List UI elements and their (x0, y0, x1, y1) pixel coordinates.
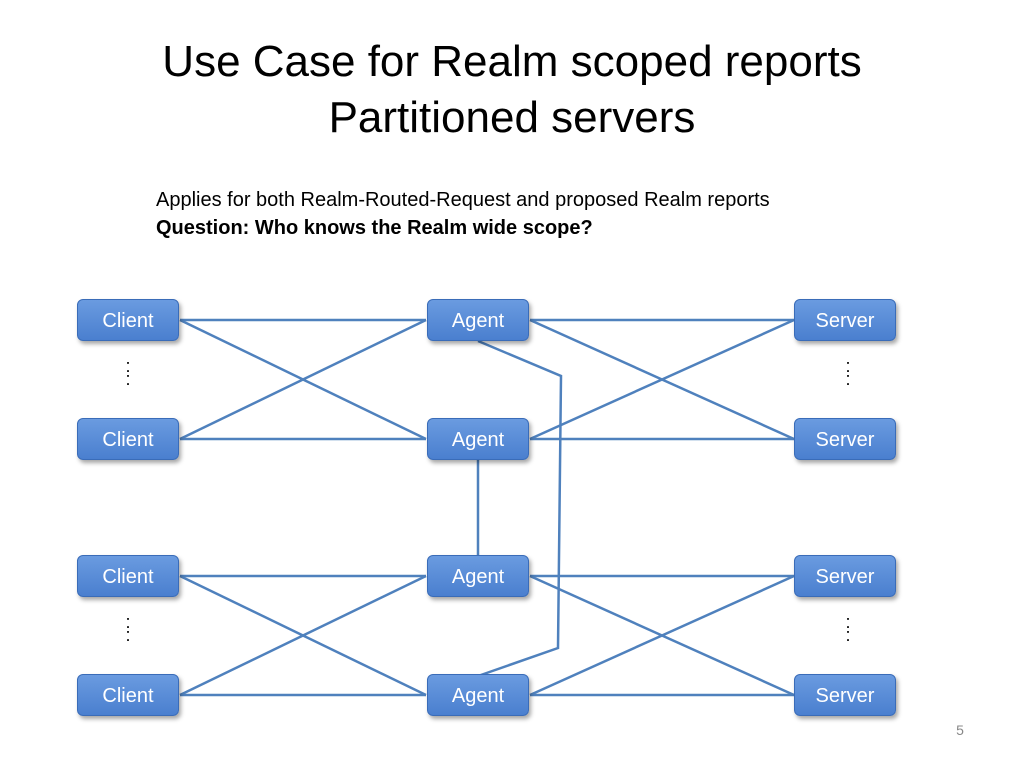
server-ellipsis-top: : : (845, 356, 851, 389)
agent-node-2: Agent (427, 418, 529, 460)
client-node-1: Client (77, 299, 179, 341)
client-ellipsis-bottom: : : (125, 612, 131, 645)
agent-link-bypass (477, 339, 563, 678)
slide-title: Use Case for Realm scoped reports Partit… (0, 34, 1024, 146)
subtitle-question: Question: Who knows the Realm wide scope… (156, 217, 593, 239)
client-node-4: Client (77, 674, 179, 716)
agent-node-3: Agent (427, 555, 529, 597)
title-line-2: Partitioned servers (328, 93, 696, 142)
server-ellipsis-bottom: : : (845, 612, 851, 645)
server-node-4: Server (794, 674, 896, 716)
client-node-2: Client (77, 418, 179, 460)
connector (179, 574, 427, 697)
connector (529, 318, 795, 441)
client-node-3: Client (77, 555, 179, 597)
server-node-2: Server (794, 418, 896, 460)
slide-number: 5 (956, 722, 964, 738)
agent-node-4: Agent (427, 674, 529, 716)
connector (529, 574, 795, 697)
server-node-1: Server (794, 299, 896, 341)
server-node-3: Server (794, 555, 896, 597)
subtitle-line-1: Applies for both Realm-Routed-Request an… (156, 189, 770, 211)
slide-subtitle: Applies for both Realm-Routed-Request an… (156, 186, 770, 242)
title-line-1: Use Case for Realm scoped reports (162, 37, 862, 86)
agent-node-1: Agent (427, 299, 529, 341)
connector (179, 318, 427, 441)
client-ellipsis-top: : : (125, 356, 131, 389)
